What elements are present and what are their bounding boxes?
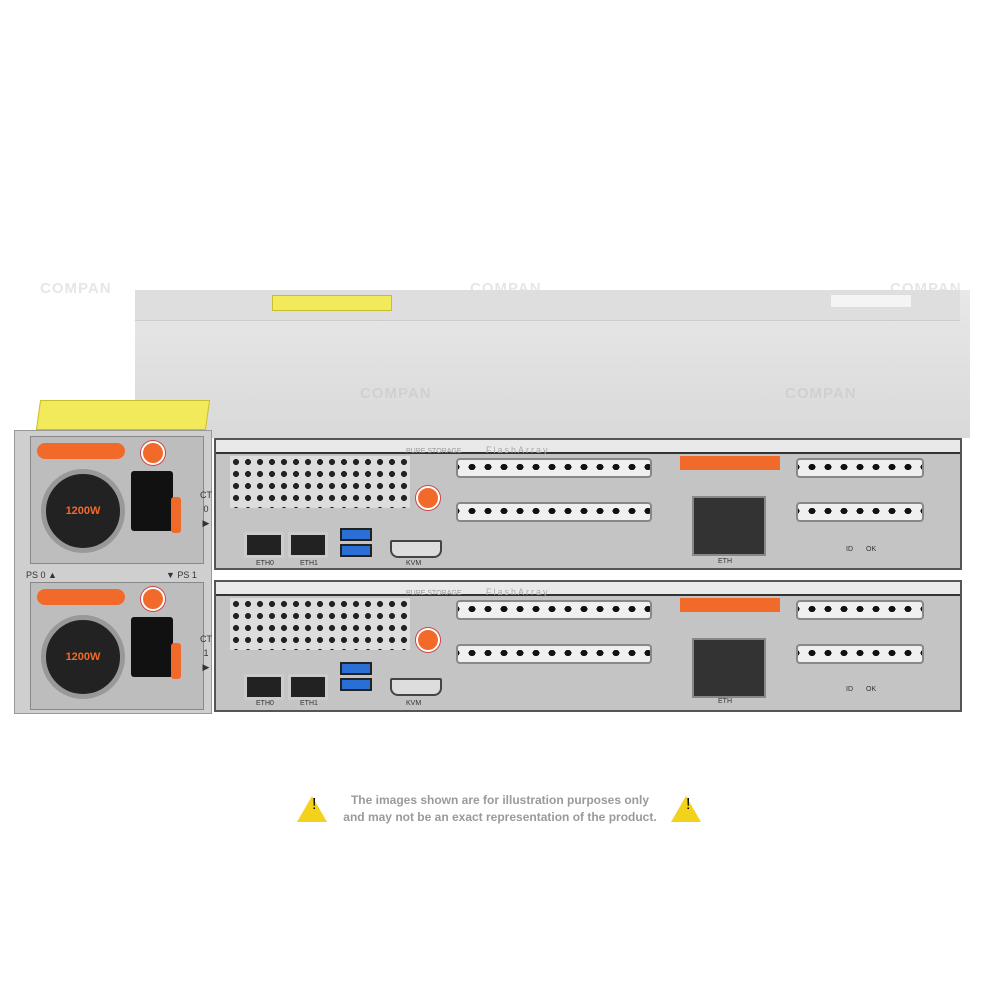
eth0-port[interactable] (244, 532, 284, 558)
eth1-label: ETH1 (300, 560, 318, 567)
top-info-label (830, 294, 912, 308)
pcie-slot-1[interactable] (456, 644, 652, 664)
psu-latch[interactable] (171, 497, 181, 533)
led-id: ID (846, 546, 853, 553)
usb-port-0[interactable] (340, 662, 372, 675)
eth0-label: ETH0 (256, 700, 274, 707)
pcie-slot-2[interactable] (796, 458, 924, 478)
power-inlet[interactable] (131, 617, 173, 677)
controller-header: PURE STORAGE FlashArray (216, 440, 960, 455)
thumbscrew-icon[interactable] (416, 628, 440, 652)
kvm-label: KVM (406, 560, 422, 567)
fan-icon: 1200W (41, 469, 125, 553)
psu-latch[interactable] (171, 643, 181, 679)
psu-0-label: PS 0 ▲ (26, 570, 57, 580)
vent-grille (230, 456, 410, 508)
controller-1: PURE STORAGE FlashArray ETH0 ETH1 KVM ET… (214, 580, 962, 712)
watermark: COMPAN (785, 385, 857, 402)
power-supply-1[interactable]: 1200W (30, 582, 204, 710)
eth-label: ETH (718, 558, 732, 565)
led-id: ID (846, 686, 853, 693)
pcie-slot-3[interactable] (796, 502, 924, 522)
disclaimer-line-2: and may not be an exact representation o… (343, 810, 657, 824)
ct-number: 0 (203, 504, 209, 514)
eth1-port[interactable] (288, 532, 328, 558)
pcie-slot-3[interactable] (796, 644, 924, 664)
power-inlet[interactable] (131, 471, 173, 531)
eth0-port[interactable] (244, 674, 284, 700)
sfp-ports[interactable] (692, 496, 766, 556)
top-warning-label (272, 295, 392, 311)
eth0-label: ETH0 (256, 560, 274, 567)
pcie-slot-0[interactable] (456, 600, 652, 620)
pcie-slot-1[interactable] (456, 502, 652, 522)
arrow-right-icon: ▶ (202, 518, 210, 528)
psu-1-label: ▼ PS 1 (166, 570, 197, 580)
thumbscrew-icon[interactable] (141, 587, 165, 611)
brand-label: PURE STORAGE (406, 590, 462, 597)
pcie-slot-0[interactable] (456, 458, 652, 478)
psu-rating: 1200W (65, 505, 101, 517)
power-supply-0[interactable]: 1200W (30, 436, 204, 564)
release-tab[interactable] (680, 456, 780, 470)
thumbscrew-icon[interactable] (141, 441, 165, 465)
controller-header: PURE STORAGE FlashArray (216, 582, 960, 597)
eth-label: ETH (718, 698, 732, 705)
watermark: COMPAN (360, 385, 432, 402)
usb-port-1[interactable] (340, 678, 372, 691)
kvm-port[interactable] (390, 540, 442, 558)
led-ok: OK (866, 686, 877, 693)
ct-1-label: CT 1 ▶ (200, 632, 212, 674)
release-tab[interactable] (680, 598, 780, 612)
psu-rating: 1200W (65, 651, 101, 663)
controller-0: PURE STORAGE FlashArray ETH0 ETH1 KVM ET… (214, 438, 962, 570)
led-ok: OK (866, 546, 877, 553)
disclaimer-line-1: The images shown are for illustration pu… (350, 793, 650, 807)
ct-number: 1 (203, 648, 209, 658)
warning-triangle-icon (297, 796, 327, 822)
sfp-ports[interactable] (692, 638, 766, 698)
arrow-right-icon: ▶ (202, 662, 210, 672)
kvm-label: KVM (406, 700, 422, 707)
brand-label: PURE STORAGE (406, 448, 462, 455)
kvm-port[interactable] (390, 678, 442, 696)
fan-icon: 1200W (41, 615, 125, 699)
ct-0-label: CT 0 ▶ (200, 488, 212, 530)
pcie-slot-2[interactable] (796, 600, 924, 620)
usb-port-1[interactable] (340, 544, 372, 557)
eth1-label: ETH1 (300, 700, 318, 707)
psu-handle[interactable] (37, 589, 125, 605)
product-label: FlashArray (485, 445, 550, 455)
ct-label: CT (200, 634, 212, 644)
usb-port-0[interactable] (340, 528, 372, 541)
ct-label: CT (200, 490, 212, 500)
disclaimer-text: The images shown are for illustration pu… (298, 792, 702, 826)
thumbscrew-icon[interactable] (416, 486, 440, 510)
psu-warning-label (35, 400, 211, 430)
eth1-port[interactable] (288, 674, 328, 700)
watermark: COMPAN (40, 280, 112, 297)
product-label: FlashArray (485, 587, 550, 597)
psu-handle[interactable] (37, 443, 125, 459)
warning-triangle-icon (671, 796, 701, 822)
vent-grille (230, 598, 410, 650)
